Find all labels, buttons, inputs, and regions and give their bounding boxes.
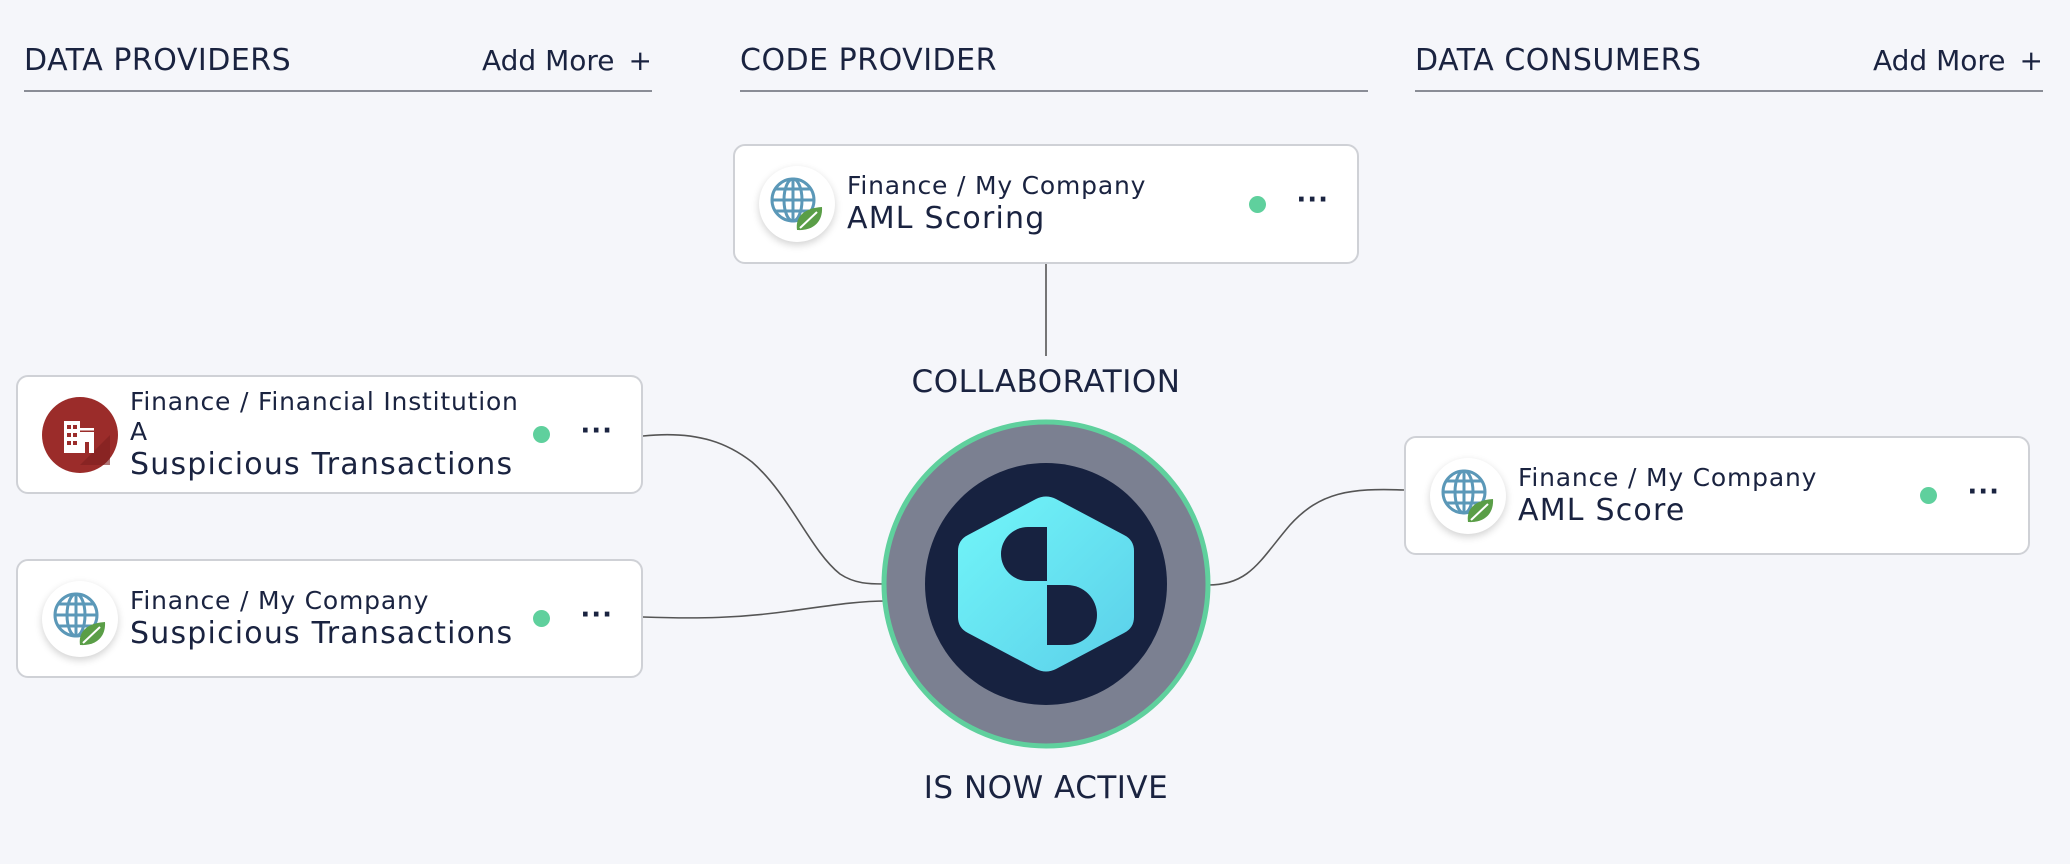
card-subtitle: Finance / My Company bbox=[130, 585, 430, 615]
collaboration-label: COLLABORATION bbox=[911, 364, 1181, 400]
card-title: Suspicious Transactions bbox=[130, 615, 514, 651]
status-dot bbox=[533, 610, 551, 627]
add-more-label: Add More bbox=[1873, 43, 2006, 77]
card-title: AML Score bbox=[1518, 492, 1686, 528]
data-provider-card[interactable]: Finance / Financial Institution A Suspic… bbox=[16, 375, 643, 494]
card-subtitle: Finance / My Company bbox=[847, 171, 1147, 200]
code-provider-header: CODE PROVIDER bbox=[740, 30, 1368, 92]
add-more-consumers-button[interactable]: Add More + bbox=[1873, 44, 2043, 77]
consumer-connector bbox=[1207, 488, 1405, 586]
collaboration-logo bbox=[881, 419, 1211, 749]
globe-leaf-icon bbox=[42, 580, 118, 657]
globe-leaf-icon bbox=[1430, 457, 1506, 534]
code-provider-title: CODE PROVIDER bbox=[740, 42, 997, 78]
code-provider-card[interactable]: Finance / My Company AML Scoring ··· bbox=[733, 144, 1359, 264]
data-consumer-card[interactable]: Finance / My Company AML Score ··· bbox=[1404, 436, 2030, 555]
add-more-providers-button[interactable]: Add More + bbox=[482, 44, 652, 77]
more-options-button[interactable]: ··· bbox=[580, 415, 613, 446]
status-dot bbox=[1920, 487, 1938, 504]
card-subtitle: Finance / My Company bbox=[1518, 462, 1818, 492]
plus-icon: + bbox=[628, 43, 652, 77]
data-provider-card[interactable]: Finance / My Company Suspicious Transact… bbox=[16, 559, 643, 678]
status-dot bbox=[1249, 195, 1267, 213]
data-providers-header: DATA PROVIDERS Add More + bbox=[24, 30, 652, 92]
card-title: Suspicious Transactions bbox=[130, 446, 514, 482]
card-subtitle: Finance / Financial Institution A bbox=[130, 386, 519, 446]
data-providers-title: DATA PROVIDERS bbox=[24, 42, 292, 78]
more-options-button[interactable]: ··· bbox=[580, 599, 613, 630]
data-consumers-header: DATA CONSUMERS Add More + bbox=[1415, 30, 2043, 92]
card-title: AML Scoring bbox=[847, 201, 1046, 236]
more-options-button[interactable]: ··· bbox=[1296, 185, 1329, 215]
more-options-button[interactable]: ··· bbox=[1967, 476, 2000, 507]
building-icon bbox=[42, 396, 118, 473]
data-consumers-title: DATA CONSUMERS bbox=[1415, 42, 1702, 78]
plus-icon: + bbox=[2019, 43, 2043, 77]
active-status-label: IS NOW ACTIVE bbox=[923, 770, 1169, 806]
add-more-label: Add More bbox=[482, 43, 615, 77]
status-dot bbox=[533, 426, 551, 443]
globe-leaf-icon bbox=[759, 166, 835, 242]
provider-2-connector bbox=[642, 600, 889, 619]
provider-1-connector bbox=[642, 433, 885, 585]
